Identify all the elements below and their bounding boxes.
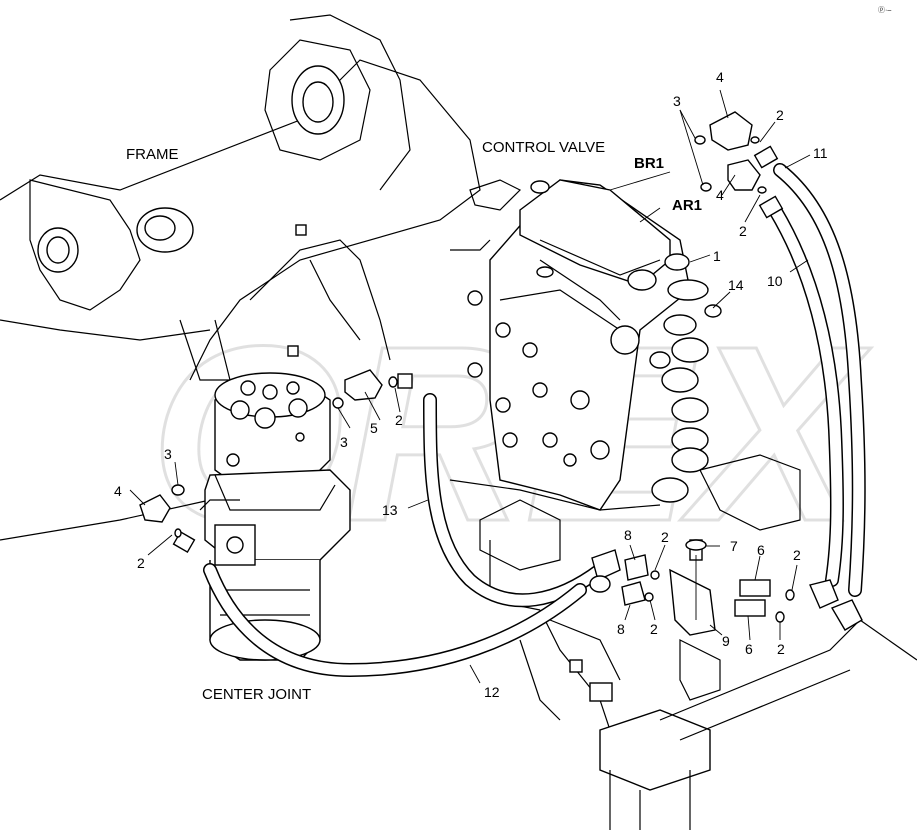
callout-3-center: 3 xyxy=(340,434,348,450)
control-valve xyxy=(449,179,709,611)
fittings xyxy=(139,111,863,636)
callout-2-bottom-c: 2 xyxy=(650,621,658,637)
control-valve-label: CONTROL VALVE xyxy=(482,139,605,156)
port-br1-label: BR1 xyxy=(634,155,664,172)
callout-9: 9 xyxy=(722,633,730,649)
frame-label: FRAME xyxy=(126,146,179,163)
right-frame xyxy=(519,454,917,830)
leader-lines xyxy=(129,89,811,684)
callout-6-bottom: 6 xyxy=(745,641,753,657)
callout-2-top: 2 xyxy=(776,107,784,123)
callout-7: 7 xyxy=(730,538,738,554)
callout-8-bottom: 8 xyxy=(617,621,625,637)
callout-12: 12 xyxy=(484,684,500,700)
callout-2-bottom-a: 2 xyxy=(661,529,669,545)
port-ar1-label: AR1 xyxy=(672,197,702,214)
callout-6-top: 6 xyxy=(757,542,765,558)
frame-structure xyxy=(0,14,522,541)
callout-11: 11 xyxy=(813,145,828,161)
callout-3-left: 3 xyxy=(164,446,172,462)
callout-4-top: 4 xyxy=(716,69,724,85)
center-joint xyxy=(199,372,351,661)
valve-ports xyxy=(467,290,610,467)
hoses xyxy=(203,163,866,678)
callouts: 4 3 2 11 4 2 1 10 14 3 5 2 3 4 2 13 8 2 … xyxy=(114,69,828,700)
callout-1: 1 xyxy=(713,248,721,264)
callout-4-left: 4 xyxy=(114,483,122,499)
callout-10: 10 xyxy=(767,273,783,289)
corner-mark: ⓟ·– xyxy=(878,6,891,14)
callout-5: 5 xyxy=(370,420,378,436)
callout-14: 14 xyxy=(728,277,744,293)
callout-2-bottom-b: 2 xyxy=(793,547,801,563)
callout-8-top: 8 xyxy=(624,527,632,543)
callout-3-top: 3 xyxy=(673,93,681,109)
callout-13: 13 xyxy=(382,502,398,518)
callout-2-bottom-d: 2 xyxy=(777,641,785,657)
callout-2-mid: 2 xyxy=(739,223,747,239)
center-joint-label: CENTER JOINT xyxy=(202,686,311,703)
valve-spools xyxy=(610,314,709,503)
callout-2-left: 2 xyxy=(137,555,145,571)
callout-2-center: 2 xyxy=(395,412,403,428)
callout-4-mid: 4 xyxy=(716,187,724,203)
